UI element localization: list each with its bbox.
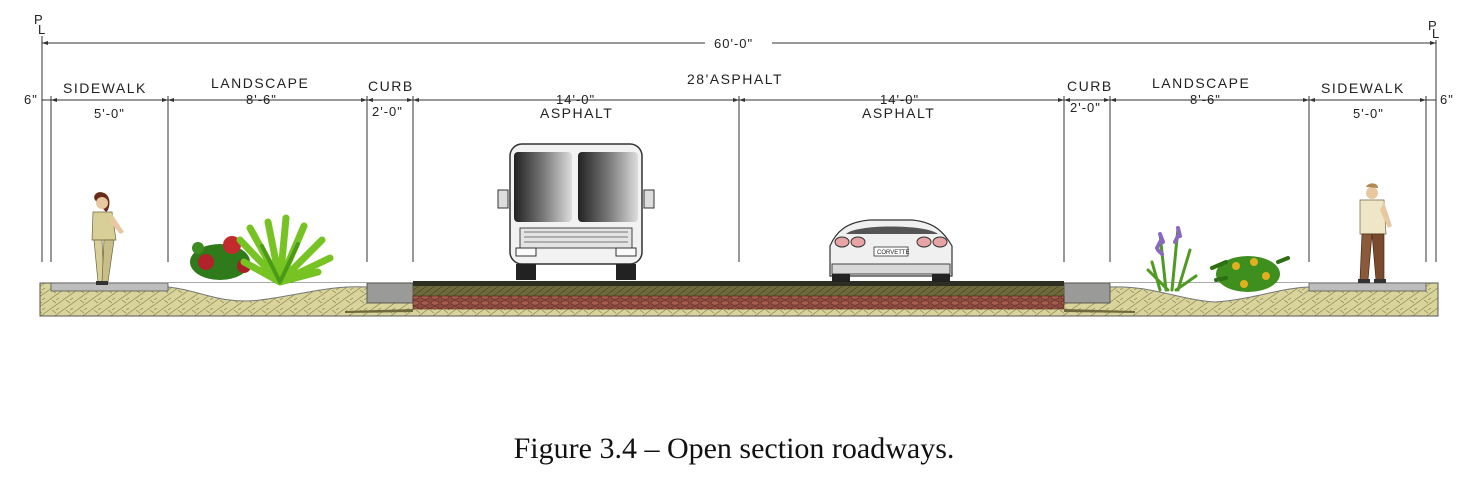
left-curb-label: CURB [368, 78, 414, 94]
property-line-left: P L [34, 12, 45, 262]
overall-width-label: 60'-0" [714, 36, 753, 51]
right-curb-label: CURB [1067, 78, 1113, 94]
right-landscape-plants [1146, 226, 1290, 292]
right-curb [1063, 282, 1111, 304]
left-edge-width: 6" [24, 92, 38, 107]
roadway-pavement [345, 281, 1135, 313]
property-line-left-label: P [34, 12, 43, 27]
left-curb [366, 282, 414, 304]
property-line-right-sub: L [1432, 26, 1439, 41]
car: CORVETTE [829, 219, 953, 282]
bus [497, 143, 655, 280]
right-lane-width: 14'-0" [880, 92, 919, 107]
figure-caption: Figure 3.4 – Open section roadways. [513, 432, 955, 465]
left-lane-width: 14'-0" [556, 92, 595, 107]
left-landscape-label: LANDSCAPE [211, 75, 309, 91]
property-line-right: P L [1428, 18, 1439, 262]
property-line-left-sub: L [38, 22, 45, 37]
pedestrian-left [91, 192, 124, 285]
right-landscape-label: LANDSCAPE [1152, 75, 1250, 91]
left-sidewalk-label: SIDEWALK [63, 80, 147, 96]
right-edge-width: 6" [1440, 92, 1454, 107]
pedestrian-right [1358, 183, 1392, 283]
left-sidewalk-slab [50, 282, 169, 292]
left-sidewalk-width: 5'-0" [94, 106, 125, 121]
right-sidewalk-label: SIDEWALK [1321, 80, 1405, 96]
zone-dimension-line [42, 96, 1436, 262]
property-line-right-label: P [1428, 18, 1437, 33]
right-sidewalk-slab [1308, 282, 1427, 292]
left-curb-width: 2'-0" [372, 104, 403, 119]
right-landscape-width: 8'-6" [1190, 92, 1221, 107]
right-sidewalk-width: 5'-0" [1353, 106, 1384, 121]
right-curb-width: 2'-0" [1070, 100, 1101, 115]
overall-dimension: 60'-0" [42, 36, 1436, 51]
total-asphalt-label: 28'ASPHALT [687, 71, 783, 87]
road-cross-section-diagram: P L P L 60'-0" 28'ASPHALT 6" SIDEWALK 5'… [24, 12, 1454, 317]
left-landscape-plants [190, 214, 334, 286]
right-lane-label: ASPHALT [862, 105, 935, 121]
car-plate: CORVETTE [877, 250, 910, 256]
left-lane-label: ASPHALT [540, 105, 613, 121]
left-landscape-width: 8'-6" [246, 92, 277, 107]
